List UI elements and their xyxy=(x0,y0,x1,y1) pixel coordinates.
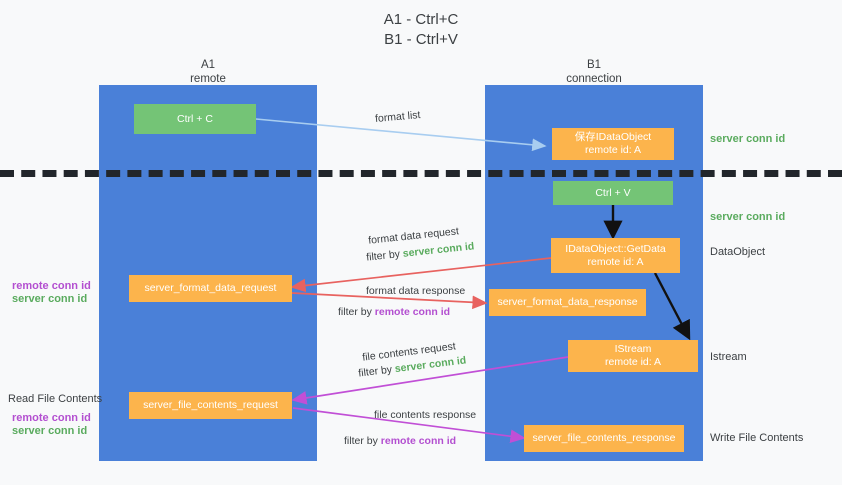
filter-prefix: filter by xyxy=(344,435,381,447)
node-istream-line2: remote id: A xyxy=(604,356,662,368)
diagram-title: A1 - Ctrl+C B1 - Ctrl+V xyxy=(0,10,842,50)
left-label-server-conn-id-2: server conn id xyxy=(12,425,88,437)
column-header-a1: A1 remote xyxy=(99,58,317,86)
edge-label-file-contents-response-filter: filter by remote conn id xyxy=(344,434,456,448)
filter-prefix: filter by xyxy=(338,306,375,318)
node-server-file-contents-response[interactable]: server_file_contents_response xyxy=(524,425,684,452)
right-label-server-conn-id-2: server conn id xyxy=(710,211,786,223)
arrow-format-data-request xyxy=(290,257,552,293)
arrow-file-contents-request xyxy=(291,356,569,405)
node-istream[interactable]: IStream remote id: A xyxy=(568,340,698,372)
filter-prefix: filter by xyxy=(365,247,404,264)
filter-value-remote-conn-id: remote conn id xyxy=(374,306,451,318)
node-server-format-data-response[interactable]: server_format_data_response xyxy=(489,289,646,316)
left-label-read-file-contents-heading: Read File Contents xyxy=(8,393,103,405)
node-store-idataobject[interactable]: 保存IDataObject remote id: A xyxy=(552,128,674,160)
node-server-file-contents-request-label: server_file_contents_request xyxy=(143,399,278,411)
node-store-idataobject-line2: remote id: A xyxy=(584,144,642,156)
node-istream-line1: IStream xyxy=(614,343,652,355)
node-server-file-contents-response-label: server_file_contents_response xyxy=(532,432,676,444)
edge-label-file-contents-response: file contents response xyxy=(374,409,477,421)
column-header-b1-name: B1 xyxy=(586,59,602,71)
node-ctrl-c-label: Ctrl + C xyxy=(177,112,213,125)
left-label-server-conn-id-1: server conn id xyxy=(12,293,88,305)
node-server-format-data-request-label: server_format_data_request xyxy=(144,282,277,294)
column-header-b1-subtitle: connection xyxy=(566,73,622,85)
arrow-file-contents-response xyxy=(292,407,526,443)
node-idataobject-getdata-line1: IDataObject::GetData xyxy=(565,242,666,255)
node-server-format-data-request[interactable]: server_format_data_request xyxy=(129,275,292,302)
edge-label-format-data-response: format data response xyxy=(366,285,466,297)
node-server-file-contents-request[interactable]: server_file_contents_request xyxy=(129,392,292,419)
node-ctrl-c[interactable]: Ctrl + C xyxy=(134,104,256,134)
right-label-write-file-contents: Write File Contents xyxy=(710,432,804,444)
node-store-idataobject-line1: 保存IDataObject xyxy=(574,131,652,143)
edge-label-format-data-response-filter: filter by remote conn id xyxy=(338,305,450,319)
left-label-remote-conn-id-1: remote conn id xyxy=(12,280,91,292)
right-label-dataobject: DataObject xyxy=(710,246,766,258)
arrow-format-data-response xyxy=(291,292,488,310)
right-label-server-conn-id-1: server conn id xyxy=(710,133,786,145)
left-label-remote-conn-id-2: remote conn id xyxy=(12,412,91,424)
filter-value-remote-conn-id: remote conn id xyxy=(380,435,457,447)
node-ctrl-v[interactable]: Ctrl + V xyxy=(553,181,673,205)
title-line-2: B1 - Ctrl+V xyxy=(384,31,458,48)
arrow-getdata-to-istream xyxy=(653,272,691,341)
right-label-istream: Istream xyxy=(710,351,747,363)
phase-separator-dashed-line xyxy=(0,170,842,177)
column-header-a1-subtitle: remote xyxy=(190,73,226,85)
node-ctrl-v-label: Ctrl + V xyxy=(595,186,631,199)
title-line-1: A1 - Ctrl+C xyxy=(383,11,459,28)
node-idataobject-getdata[interactable]: IDataObject::GetData remote id: A xyxy=(551,238,680,273)
node-idataobject-getdata-line2: remote id: A xyxy=(587,255,644,268)
arrow-format-list xyxy=(255,118,547,152)
node-server-format-data-response-label: server_format_data_response xyxy=(497,296,638,308)
column-header-b1: B1 connection xyxy=(485,58,703,86)
column-header-a1-name: A1 xyxy=(200,59,216,71)
